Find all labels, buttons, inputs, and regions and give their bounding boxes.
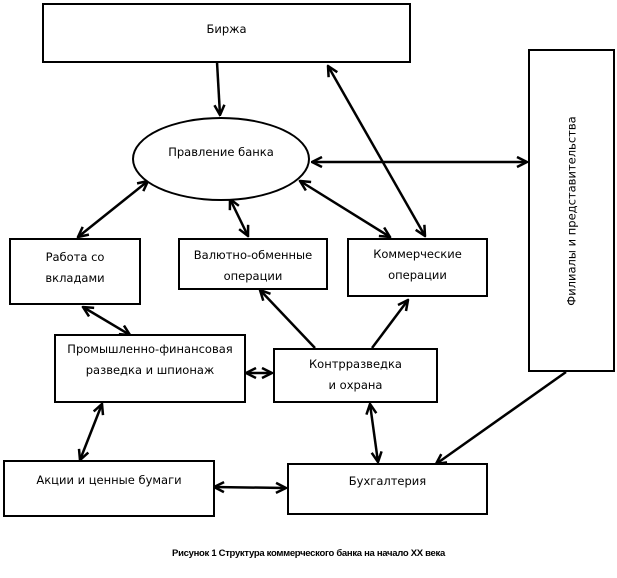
figure-caption: Рисунок 1 Структура коммерческого банка … (172, 548, 445, 559)
node-securities-label: Акции и ценные бумаги (36, 473, 182, 487)
node-espionage-label: Промышленно-финансовая разведка и шпиона… (67, 342, 233, 377)
edge-counterintel-currency (260, 290, 316, 349)
node-exchange: Биржа (42, 3, 411, 63)
edge-counterintel-commercial (371, 300, 408, 349)
edge-deposits-espionage (83, 307, 130, 335)
edge-branches-accounting (436, 370, 567, 464)
node-board-label: Правление банка (168, 145, 274, 159)
edge-securities-accounting (214, 487, 286, 488)
edge-exchange-board (217, 61, 220, 115)
node-branches: Филиалы и представительства (528, 49, 615, 372)
node-counterintel-label: Контрразведка и охрана (309, 357, 402, 392)
node-deposits: Работа со вкладами (9, 238, 141, 305)
node-accounting-label: Бухгалтерия (348, 474, 427, 488)
node-deposits-label: Работа со вкладами (45, 250, 105, 285)
edge-espionage-securities (80, 404, 102, 460)
node-commercial: Коммерческие операции (347, 238, 488, 297)
edge-board-deposits (78, 181, 148, 237)
node-board: Правление банка (132, 117, 310, 201)
edge-board-currency (230, 199, 248, 236)
node-securities: Акции и ценные бумаги (3, 460, 215, 517)
edge-exchange-commercial (328, 66, 425, 236)
node-accounting: Бухгалтерия (287, 463, 488, 515)
node-espionage: Промышленно-финансовая разведка и шпиона… (54, 334, 246, 403)
node-currency: Валютно-обменные операции (178, 238, 328, 290)
node-currency-label: Валютно-обменные операции (193, 248, 313, 283)
edge-board-commercial (300, 181, 390, 237)
node-branches-label: Филиалы и представительства (564, 115, 578, 306)
edge-counterintel-accounting (370, 404, 378, 462)
node-exchange-label: Биржа (206, 22, 247, 36)
node-commercial-label: Коммерческие операции (373, 247, 462, 282)
node-counterintel: Контрразведка и охрана (273, 348, 438, 403)
